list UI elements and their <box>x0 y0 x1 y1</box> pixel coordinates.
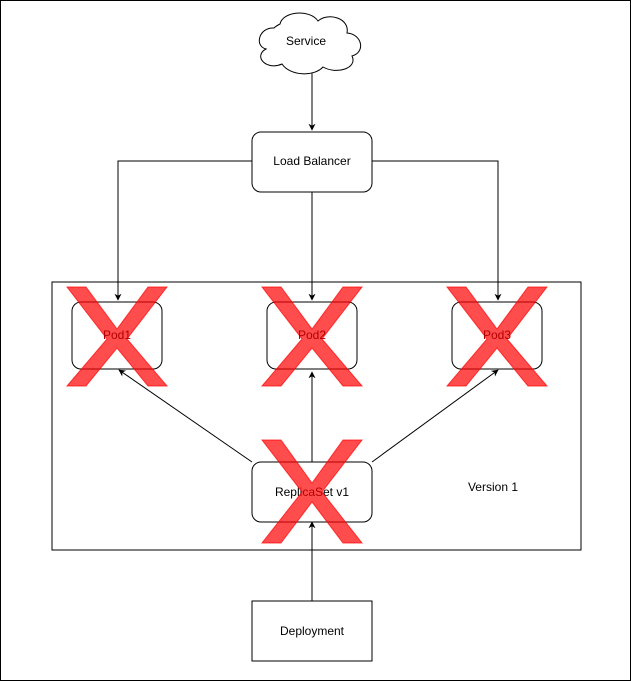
pod3-x-mark-icon <box>445 286 549 387</box>
replicaset-x-mark-icon <box>260 439 364 544</box>
load-balancer-node[interactable] <box>251 131 373 193</box>
service-cloud[interactable] <box>258 12 362 75</box>
service-label: Service <box>286 34 326 48</box>
pod2-x-mark-icon <box>260 286 364 387</box>
pod1-x-mark-icon <box>65 286 169 387</box>
pod3-label: Pod3 <box>483 328 511 342</box>
edge-replicaset-to-pod3 <box>371 369 499 463</box>
pod1-label: Pod1 <box>103 328 131 342</box>
edge-load-balancer-to-pod1 <box>114 160 252 301</box>
deployment-label: Deployment <box>280 624 345 638</box>
load-balancer-label: Load Balancer <box>273 154 350 168</box>
deployment-node[interactable] <box>251 600 373 662</box>
edge-load-balancer-to-pod3 <box>372 160 502 301</box>
pod2-label: Pod2 <box>298 328 326 342</box>
version-label: Version 1 <box>468 480 518 494</box>
edge-replicaset-to-pod1 <box>118 369 253 463</box>
